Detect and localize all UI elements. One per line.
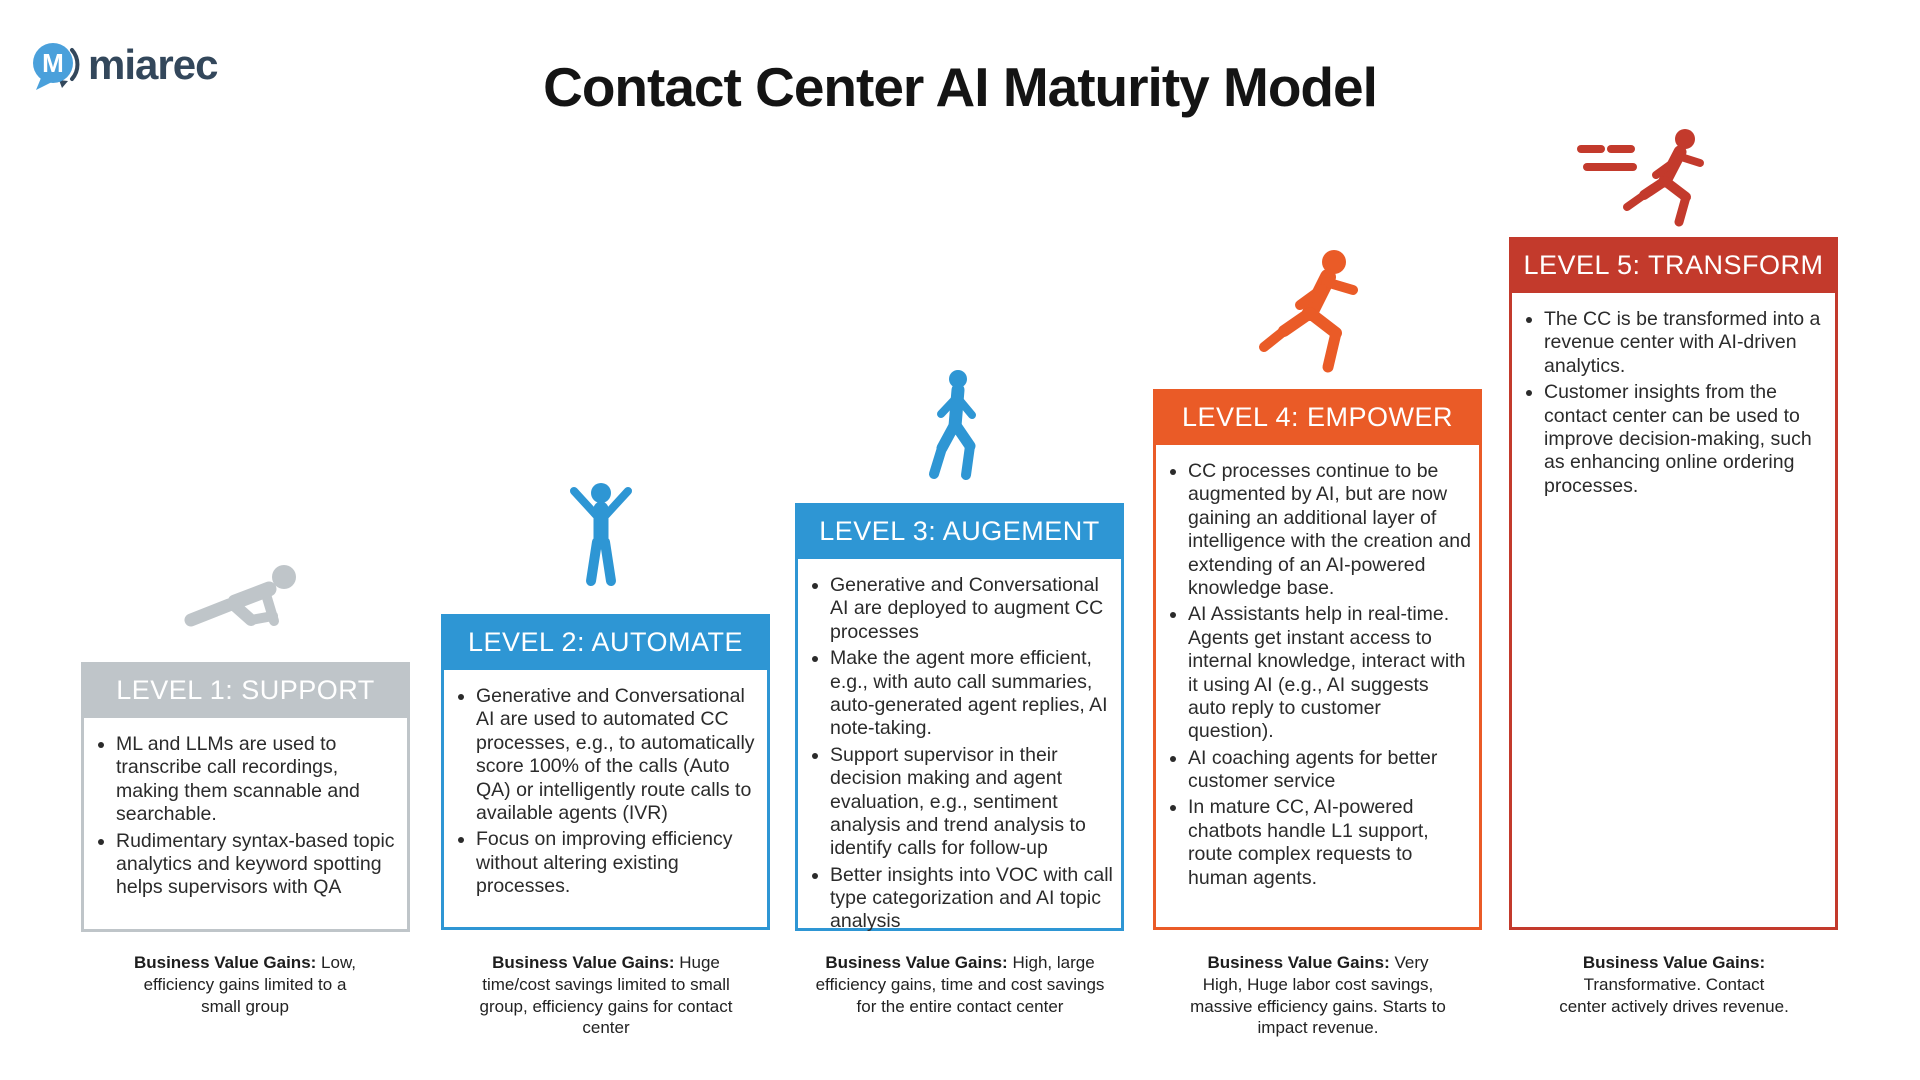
bullet-item: Focus on improving efficiency without al… — [476, 828, 759, 898]
bvg-text: Low, efficiency gains limited to a small… — [143, 953, 357, 1016]
level-2-body: Generative and Conversational AI are use… — [441, 670, 770, 930]
bvg-label: Business Value Gains: — [1582, 953, 1766, 972]
bullet-item: Generative and Conversational AI are dep… — [830, 574, 1113, 644]
level-4-business-value: Business Value Gains: Very High, Huge la… — [1187, 952, 1449, 1039]
level-2-business-value: Business Value Gains: Huge time/cost sav… — [465, 952, 747, 1039]
bullet-item: The CC is be transformed into a revenue … — [1544, 308, 1827, 378]
bvg-label: Business Value Gains: — [1207, 953, 1390, 972]
bullet-item: Customer insights from the contact cente… — [1544, 381, 1827, 498]
level-3-body: Generative and Conversational AI are dep… — [795, 559, 1124, 934]
bvg-text: Transformative. Contact center actively … — [1559, 974, 1789, 1016]
bullet-item: ML and LLMs are used to transcribe call … — [116, 733, 399, 827]
bullet-item: Better insights into VOC with call type … — [830, 864, 1113, 934]
bvg-label: Business Value Gains: — [825, 953, 1008, 972]
page-title: Contact Center AI Maturity Model — [543, 56, 1378, 118]
speech-bubble-m-icon: M — [28, 38, 82, 92]
bullet-item: CC processes continue to be augmented by… — [1188, 460, 1471, 600]
bullet-item: Support supervisor in their decision mak… — [830, 744, 1113, 861]
raised-arms-person-icon — [563, 482, 639, 588]
level-1-header: LEVEL 1: SUPPORT — [81, 662, 410, 718]
level-2-panel: LEVEL 2: AUTOMATE Generative and Convers… — [441, 483, 770, 1037]
bvg-text: High, large efficiency gains, time and c… — [815, 953, 1105, 1016]
bullet-item: Generative and Conversational AI are use… — [476, 685, 759, 825]
crawling-person-icon — [177, 562, 305, 634]
bullet-item: Make the agent more efficient, e.g., wit… — [830, 647, 1113, 741]
bullet-item: Rudimentary syntax-based topic analytics… — [116, 830, 399, 900]
level-4-body: CC processes continue to be augmented by… — [1153, 445, 1482, 930]
bullet-item: AI Assistants help in real-time. Agents … — [1188, 603, 1471, 743]
level-4-header: LEVEL 4: EMPOWER — [1153, 389, 1482, 445]
svg-text:M: M — [42, 48, 64, 78]
speeding-runner-icon — [1573, 127, 1723, 227]
level-1-panel: LEVEL 1: SUPPORT ML and LLMs are used to… — [81, 565, 410, 1016]
level-3-header: LEVEL 3: AUGEMENT — [795, 503, 1124, 559]
logo-text: miarec — [88, 41, 218, 88]
level-5-panel: LEVEL 5: TRANSFORM The CC is be transfor… — [1509, 129, 1838, 1016]
level-1-body: ML and LLMs are used to transcribe call … — [81, 718, 410, 932]
level-5-header: LEVEL 5: TRANSFORM — [1509, 237, 1838, 293]
level-1-business-value: Business Value Gains: Low, efficiency ga… — [131, 952, 359, 1017]
level-3-business-value: Business Value Gains: High, large effici… — [811, 952, 1109, 1017]
level-3-panel: LEVEL 3: AUGEMENT Generative and Convers… — [795, 370, 1124, 1016]
bvg-text: Very High, Huge labor cost savings, mass… — [1190, 953, 1446, 1038]
bullet-item: AI coaching agents for better customer s… — [1188, 747, 1471, 794]
level-5-body: The CC is be transformed into a revenue … — [1509, 293, 1838, 930]
level-2-header: LEVEL 2: AUTOMATE — [441, 614, 770, 670]
bvg-text: Huge time/cost savings limited to small … — [479, 953, 733, 1038]
level-5-business-value: Business Value Gains: Transformative. Co… — [1558, 952, 1790, 1017]
bvg-label: Business Value Gains: — [133, 953, 317, 972]
bvg-label: Business Value Gains: — [492, 953, 675, 972]
running-person-icon — [1258, 249, 1358, 379]
walking-person-icon — [925, 370, 987, 484]
level-4-panel: LEVEL 4: EMPOWER CC processes continue t… — [1153, 250, 1482, 1037]
bullet-item: In mature CC, AI-powered chatbots handle… — [1188, 796, 1471, 890]
miarec-logo: M miarec — [28, 38, 218, 92]
